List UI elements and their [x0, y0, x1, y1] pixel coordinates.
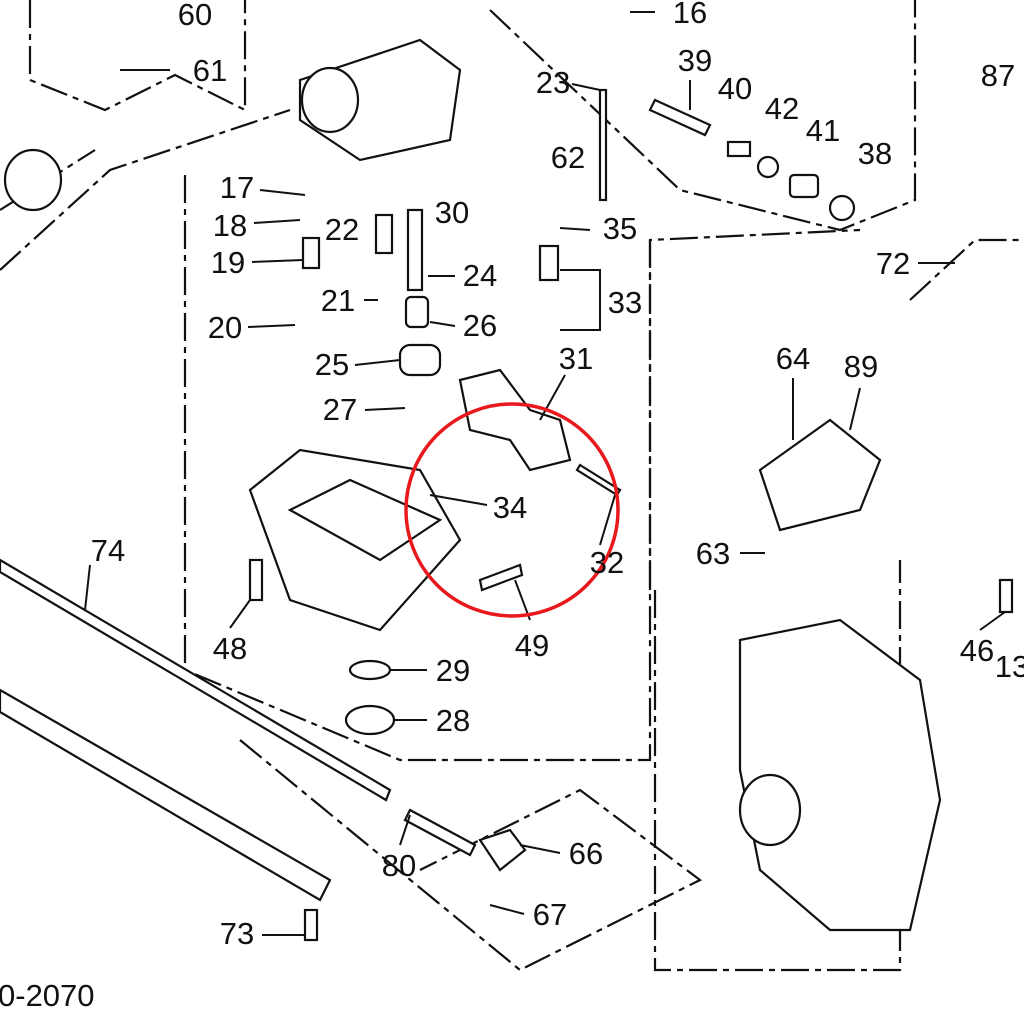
part-label-80: 80 — [382, 848, 416, 883]
part-label-73: 73 — [220, 916, 254, 951]
diagram-reference-number: 0-2070 — [0, 978, 95, 1013]
rod-part — [0, 558, 392, 802]
part-label-30: 30 — [435, 195, 469, 230]
part-label-42: 42 — [765, 91, 799, 126]
part-label-63: 63 — [696, 536, 730, 571]
part-label-62: 62 — [551, 140, 585, 175]
part-label-64: 64 — [776, 341, 810, 376]
diaphragm-cover-part — [758, 418, 882, 532]
part-label-89: 89 — [844, 349, 878, 384]
part-label-74: 74 — [91, 533, 125, 568]
part-label-48: 48 — [213, 631, 247, 666]
part-label-25: 25 — [315, 347, 349, 382]
part-label-32: 32 — [590, 545, 624, 580]
part-label-41: 41 — [806, 113, 840, 148]
group-boundaries — [0, 0, 1024, 972]
part-label-23: 23 — [536, 65, 570, 100]
part-label-40: 40 — [718, 71, 752, 106]
part-label-33: 33 — [608, 285, 642, 320]
part-label-67: 67 — [533, 897, 567, 932]
part-label-24: 24 — [463, 258, 497, 293]
part-label-20: 20 — [208, 310, 242, 345]
part-label-60: 60 — [178, 0, 212, 32]
part-label-18: 18 — [213, 208, 247, 243]
part-label-13: 13 — [995, 649, 1024, 684]
part-label-35: 35 — [603, 211, 637, 246]
leader-lines — [84, 11, 1006, 936]
part-label-34: 34 — [493, 490, 527, 525]
part-label-49: 49 — [515, 628, 549, 663]
part-label-28: 28 — [436, 703, 470, 738]
part-label-46: 46 — [960, 633, 994, 668]
part-label-31: 31 — [559, 341, 593, 376]
spring-part — [403, 808, 477, 857]
part-label-29: 29 — [436, 653, 470, 688]
part-label-66: 66 — [569, 836, 603, 871]
part-label-38: 38 — [858, 136, 892, 171]
float-part — [458, 368, 572, 472]
part-label-21: 21 — [321, 283, 355, 318]
highlight-circle — [404, 402, 620, 618]
part-label-19: 19 — [211, 245, 245, 280]
part-label-39: 39 — [678, 43, 712, 78]
part-label-26: 26 — [463, 308, 497, 343]
bracket-part — [0, 688, 332, 902]
part-label-87: 87 — [981, 58, 1015, 93]
part-label-17: 17 — [220, 170, 254, 205]
part-label-72: 72 — [876, 246, 910, 281]
part-label-16: 16 — [673, 0, 707, 30]
part-label-27: 27 — [323, 392, 357, 427]
part-label-22: 22 — [325, 212, 359, 247]
part-label-61: 61 — [193, 53, 227, 88]
cap-part — [3, 148, 63, 212]
